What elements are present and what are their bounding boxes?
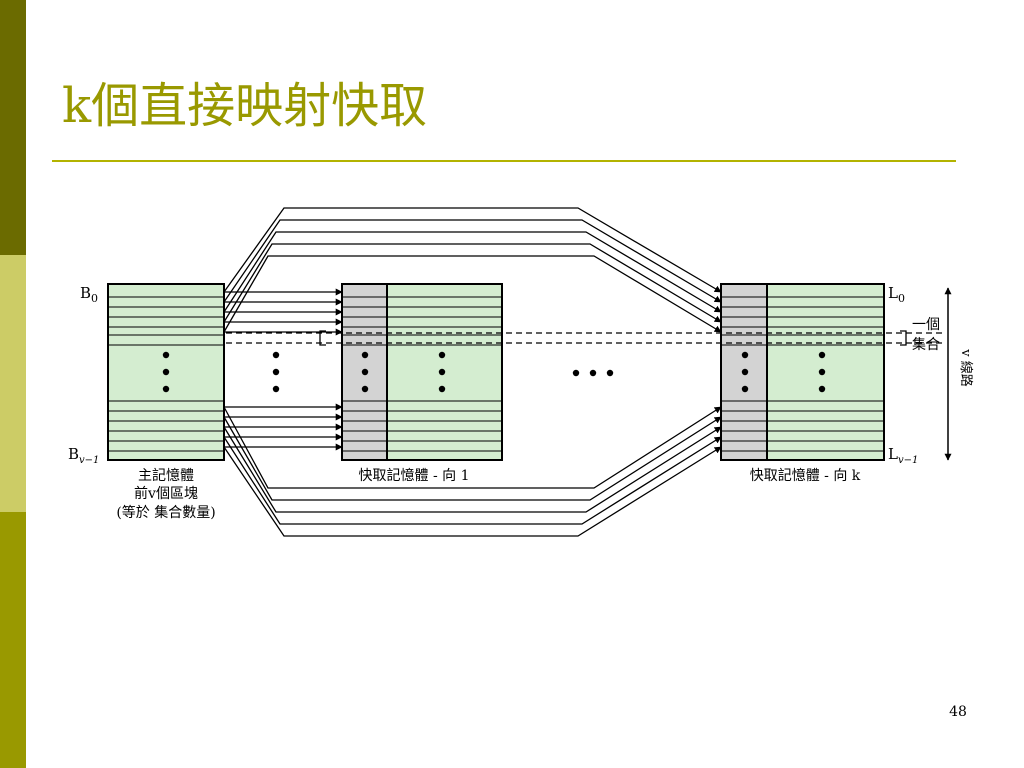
arrow-wayk-bottom-1 [223,436,722,525]
arrow-wayk-bottom-3 [223,416,722,501]
mapping-arrows [223,207,722,537]
dot-2 [162,385,170,393]
dot-3 [272,351,280,359]
dot-14 [741,385,749,393]
ellipsis-dots [162,351,826,393]
dot-8 [361,385,369,393]
v-lines-label: v 線路 [958,348,974,386]
sidebar-dark-segment [0,0,26,255]
arrow-wayk-top-4 [223,255,722,333]
wayk-data-column [767,284,884,460]
mid-dot-1 [589,369,597,377]
arrow-wayk-bottom-0 [223,446,722,537]
way1-frame [341,283,503,461]
dot-11 [438,385,446,393]
wayk-caption: 快取記憶體 - 向 k [750,467,861,484]
main-memory-caption-2: 前v個區塊 [134,485,198,502]
wayk-frame [720,283,885,461]
sidebar-light-segment [0,255,26,512]
arrow-wayk-top-3 [223,243,722,323]
arrow-wayk-bottom-2 [223,426,722,513]
arrow-wayk-top-1 [223,219,722,303]
main-memory-caption-3: (等於 集合數量) [116,504,215,521]
dot-6 [361,351,369,359]
dot-0 [162,351,170,359]
arrow-wayk-top-2 [223,231,722,313]
mid-dot-2 [606,369,614,377]
dot-1 [162,368,170,376]
one-set-label-1: 一個 [912,317,940,333]
dot-5 [272,385,280,393]
page-number: 48 [949,704,967,720]
dot-13 [741,368,749,376]
arrow-wayk-bottom-4 [223,406,722,489]
dot-12 [741,351,749,359]
set-bracket-right [900,330,907,346]
dot-17 [818,385,826,393]
dot-10 [438,368,446,376]
sidebar-olive-segment [0,512,26,768]
title-underline [52,160,956,162]
set-bracket-left [319,330,326,346]
one-set-label-2: 集合 [912,336,940,353]
dot-16 [818,368,826,376]
dot-15 [818,351,826,359]
main-memory-caption-1: 主記憶體 [138,467,194,484]
mid-dot-0 [572,369,580,377]
dot-7 [361,368,369,376]
l0-label: L0 [888,284,905,305]
bv-1-label: Bv−1 [68,445,99,466]
lv-1-label: Lv−1 [888,445,918,466]
dot-4 [272,368,280,376]
b0-label: B0 [80,284,98,305]
slide-title: k個直接映射快取 [62,78,428,134]
way1-caption: 快取記憶體 - 向 1 [359,467,470,484]
dot-9 [438,351,446,359]
arrow-wayk-top-0 [223,207,722,293]
